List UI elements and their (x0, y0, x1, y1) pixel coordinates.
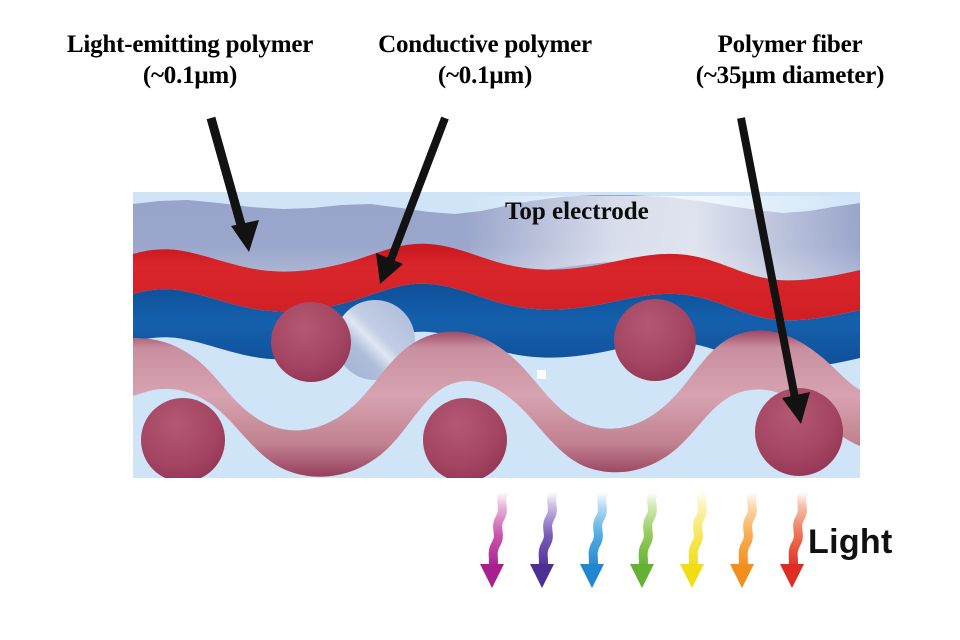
fiber-circle (423, 398, 507, 478)
callout-line2: (~0.1μm) (142, 61, 238, 89)
callout-line1: Conductive polymer (378, 31, 592, 58)
fiber-circles-lower (141, 388, 843, 478)
light-emission-arrows (470, 488, 810, 600)
callout-polymer-fiber: Polymer fiber (~35μm diameter) (640, 30, 940, 91)
light-ray (630, 488, 659, 588)
callout-light-emitting-polymer: Light-emitting polymer (~0.1μm) (40, 30, 340, 91)
device-cross-section-panel (133, 192, 860, 478)
callout-conductive-polymer: Conductive polymer (~0.1μm) (340, 30, 630, 91)
fiber-circle (141, 398, 225, 478)
light-ray (580, 488, 609, 588)
callout-line2: (~35μm diameter) (695, 61, 885, 89)
fiber-circles-upper-front (271, 302, 351, 382)
light-ray (480, 488, 509, 588)
fiber-circles-upper (614, 299, 696, 381)
callout-line1: Polymer fiber (717, 31, 863, 58)
image-speck-artifact (537, 370, 546, 379)
light-ray (780, 488, 809, 588)
fiber-coating-band (133, 330, 860, 477)
light-ray (680, 488, 709, 588)
callout-line1: Light-emitting polymer (66, 31, 314, 58)
light-label: Light (808, 523, 893, 561)
fiber-circle (271, 302, 351, 382)
fiber-circle (614, 299, 696, 381)
callout-line2: (~0.1μm) (437, 61, 533, 89)
top-electrode-label: Top electrode (505, 198, 649, 225)
light-ray (730, 488, 759, 588)
light-ray (530, 488, 559, 588)
fiber-circle (755, 388, 843, 476)
light-emitting-polymer-layer (133, 243, 860, 321)
